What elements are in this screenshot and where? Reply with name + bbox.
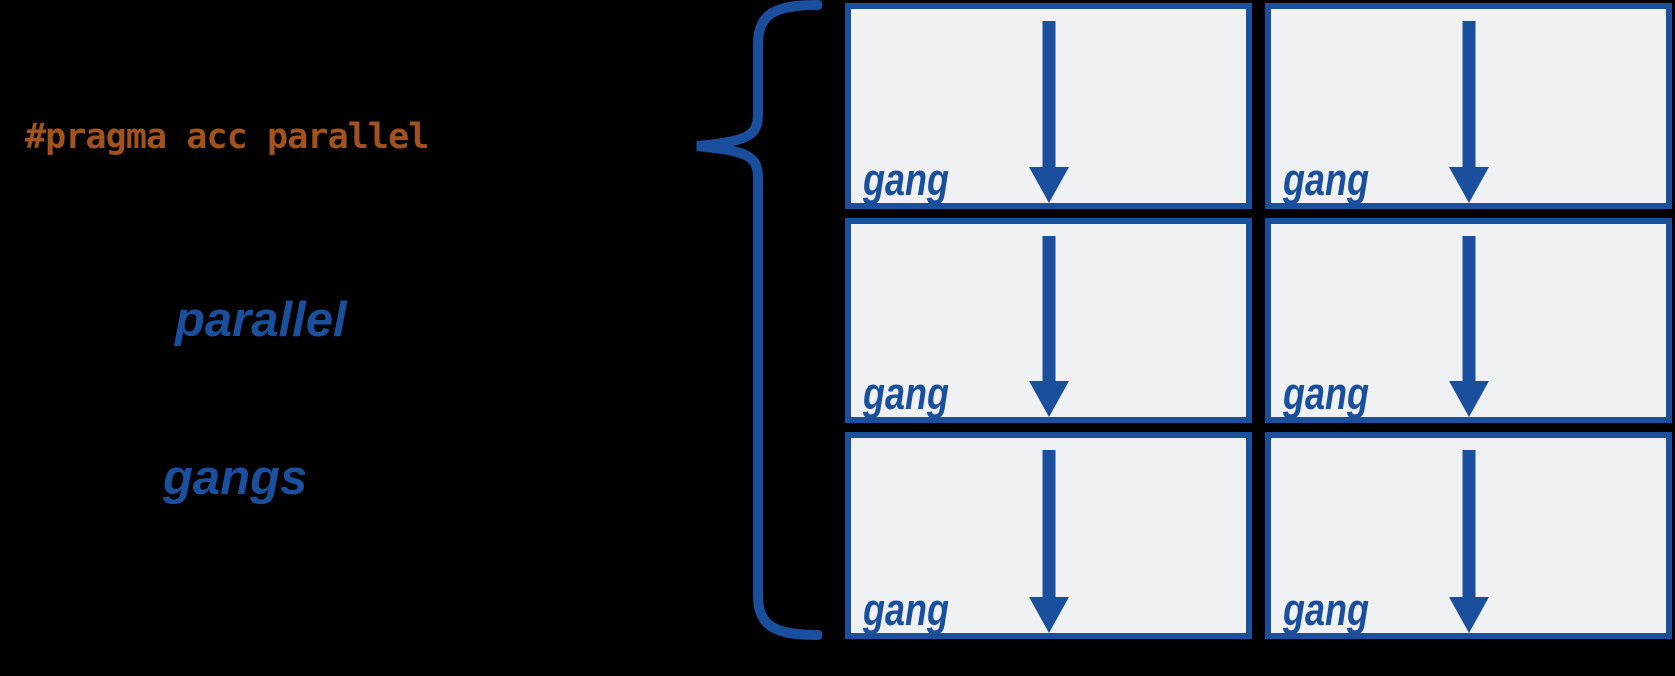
parallel-label: parallel bbox=[175, 293, 347, 347]
gang-grid: gang gang gang gang bbox=[845, 3, 1672, 639]
curly-brace-icon bbox=[696, 0, 822, 640]
gang-box: gang bbox=[845, 3, 1252, 209]
down-arrow-stem bbox=[1462, 21, 1475, 173]
gang-label: gang bbox=[863, 154, 949, 205]
gang-label: gang bbox=[1283, 154, 1369, 205]
gang-box: gang bbox=[1265, 432, 1672, 639]
down-arrow-icon bbox=[1448, 21, 1489, 203]
down-arrow-head bbox=[1448, 167, 1489, 203]
gang-label: gang bbox=[863, 368, 949, 419]
down-arrow-stem bbox=[1462, 450, 1475, 603]
gang-box: gang bbox=[1265, 218, 1672, 423]
down-arrow-head bbox=[1028, 381, 1069, 417]
down-arrow-icon bbox=[1028, 236, 1069, 417]
down-arrow-head bbox=[1448, 597, 1489, 633]
gang-label: gang bbox=[1283, 368, 1369, 419]
pragma-code-label: #pragma acc parallel bbox=[25, 117, 429, 157]
down-arrow-stem bbox=[1462, 236, 1475, 387]
down-arrow-icon bbox=[1448, 236, 1489, 417]
down-arrow-icon bbox=[1448, 450, 1489, 633]
down-arrow-head bbox=[1028, 597, 1069, 633]
gang-label: gang bbox=[1283, 584, 1369, 635]
down-arrow-icon bbox=[1028, 450, 1069, 633]
gang-label: gang bbox=[863, 584, 949, 635]
gang-box: gang bbox=[845, 218, 1252, 423]
gang-box: gang bbox=[845, 432, 1252, 639]
gangs-label: gangs bbox=[163, 451, 308, 505]
down-arrow-icon bbox=[1028, 21, 1069, 203]
down-arrow-stem bbox=[1042, 450, 1055, 603]
down-arrow-head bbox=[1448, 381, 1489, 417]
gang-box: gang bbox=[1265, 3, 1672, 209]
down-arrow-head bbox=[1028, 167, 1069, 203]
down-arrow-stem bbox=[1042, 21, 1055, 173]
down-arrow-stem bbox=[1042, 236, 1055, 387]
